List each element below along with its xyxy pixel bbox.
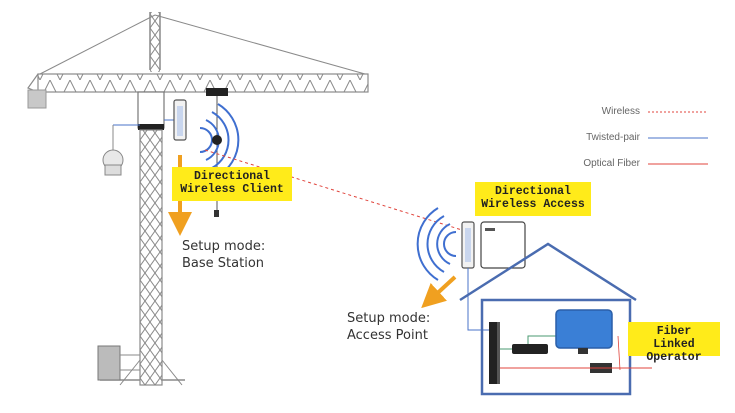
monitor-icon — [555, 309, 613, 354]
callout-operator-line2: Operator — [646, 351, 702, 364]
setup-mode-access-point: Setup mode: Access Point — [347, 310, 430, 344]
base-mode-line1: Setup mode: — [182, 239, 266, 254]
callout-fiber-operator: Fiber Linked Operator — [628, 322, 720, 364]
wireless-access-radio — [461, 221, 526, 331]
ap-mode-line1: Setup mode: — [347, 311, 431, 326]
nvr-recorder-icon — [500, 335, 556, 354]
crane-hook-icon — [212, 135, 222, 145]
wireless-link — [204, 149, 463, 231]
base-mode-line2: Base Station — [182, 256, 265, 271]
legend-label-wireless: Wireless — [601, 106, 640, 117]
wireless-client-radio — [164, 99, 187, 141]
ap-mode-line2: Access Point — [347, 328, 428, 343]
callout-wireless-access: Directional Wireless Access — [475, 182, 591, 216]
network-switch-rack — [489, 322, 500, 384]
access-point-arrow — [421, 275, 457, 309]
tower-crane — [27, 12, 369, 386]
callout-access-line1: Directional — [495, 185, 571, 198]
callout-operator-line1: Fiber Linked — [653, 325, 695, 351]
ap-signal-icon — [416, 207, 457, 281]
setup-mode-base-station: Setup mode: Base Station — [182, 238, 265, 272]
ptz-camera-icon — [102, 124, 140, 176]
callout-wireless-client: Directional Wireless Client — [172, 167, 292, 201]
callout-client-line2: Wireless Client — [180, 183, 284, 196]
legend-label-twisted-pair: Twisted-pair — [586, 132, 640, 143]
callout-access-line2: Wireless Access — [481, 198, 585, 211]
legend-label-optical-fiber: Optical Fiber — [583, 158, 640, 169]
callout-client-line1: Directional — [194, 170, 270, 183]
